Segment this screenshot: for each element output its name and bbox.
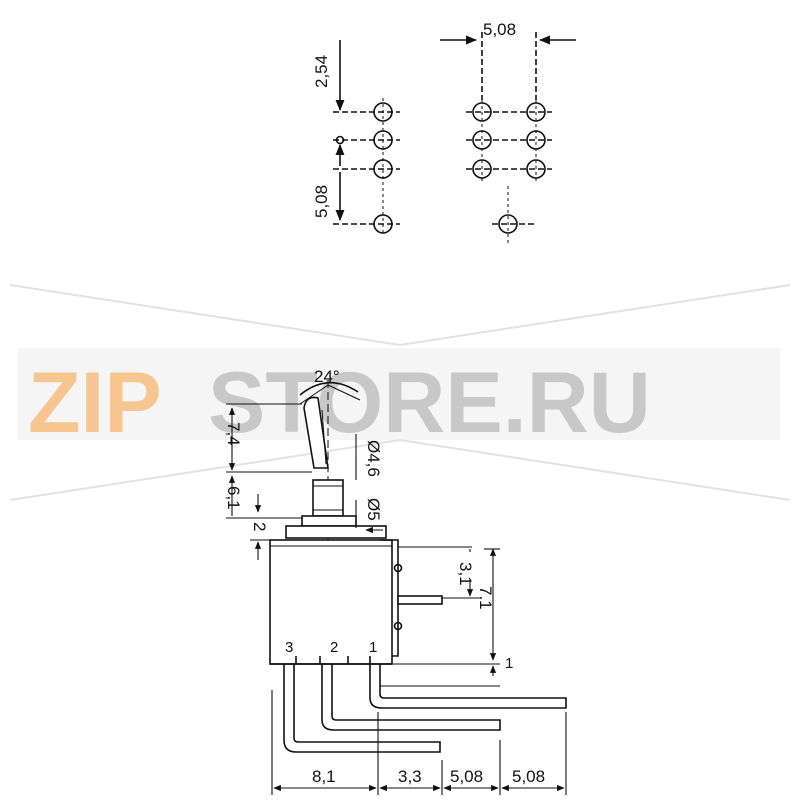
pin-label-2: 2 xyxy=(330,639,338,656)
dim-angle: 24° xyxy=(314,367,340,386)
dim-bushing-height: 6,1 xyxy=(224,486,243,510)
watermark-zip: ZIP xyxy=(28,355,162,451)
dim-2-54: 2,54 xyxy=(312,55,331,88)
pin-pattern-right xyxy=(440,32,576,244)
dim-bushing-diameter: Ø5 xyxy=(364,498,383,521)
dim-lever-length: 7,4 xyxy=(224,422,243,446)
dim-right: 7,1 xyxy=(476,586,495,610)
pin-label-1: 1 xyxy=(369,639,377,656)
dim-bottom-4: 5,08 xyxy=(512,767,545,786)
pin-label-3: 3 xyxy=(285,639,293,656)
pin-pattern-left xyxy=(333,40,400,236)
dim-bottom-2: 3,3 xyxy=(398,767,422,786)
dim-5-08-horizontal: 5,08 xyxy=(483,20,516,39)
watermark-store: STORE.RU xyxy=(208,355,651,451)
dim-pin-offset: 1 xyxy=(505,655,513,672)
side-view-dimensions xyxy=(226,403,567,795)
watermark: ZIP STORE.RU xyxy=(9,284,791,501)
dim-5-08-vertical: 5,08 xyxy=(312,185,331,218)
dim-lever-diameter: Ø4,6 xyxy=(364,440,383,477)
dim-bottom-3: 5,08 xyxy=(450,767,483,786)
dim-flange-height: 2 xyxy=(250,522,269,531)
switch-side-view xyxy=(269,380,567,753)
dim-bottom-1: 8,1 xyxy=(312,767,336,786)
dim-upper: 3,1 xyxy=(456,562,475,586)
